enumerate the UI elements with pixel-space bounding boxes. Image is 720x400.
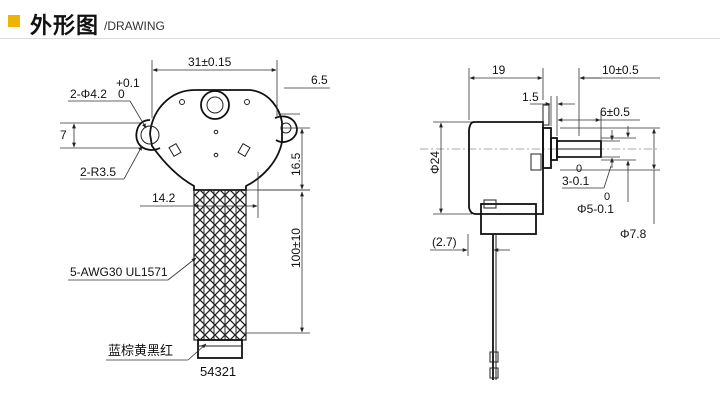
wire-harness — [193, 189, 247, 341]
dim-hole-tol-plus: +0.1 — [116, 76, 140, 90]
section-header: 外形图 /DRAWING — [0, 0, 720, 40]
dim-10-label: 10±0.5 — [602, 63, 639, 77]
section-marker-icon — [8, 15, 20, 27]
section-subtitle: /DRAWING — [104, 19, 165, 33]
flange — [542, 127, 552, 169]
pin-numbers-label: 54321 — [200, 364, 236, 379]
left-mount-ear — [135, 119, 161, 151]
stud — [213, 152, 219, 158]
dim-3-label: 3-0.1 — [562, 174, 590, 188]
dim-3-tol-zero: 0 — [576, 163, 582, 175]
tab — [237, 142, 251, 158]
dim-phi24-label: Φ24 — [428, 151, 442, 174]
dim-radius-label: 2-R3.5 — [80, 165, 116, 179]
connector — [197, 339, 243, 359]
stud — [244, 99, 250, 105]
dim-16-5-label: 16.5 — [289, 152, 303, 176]
dim-hole-dia-label: 2-Φ4.2 — [70, 87, 107, 101]
dim-2-7-label: (2.7) — [432, 235, 457, 249]
dim-phi7-8-label: Φ7.8 — [620, 227, 647, 241]
dim-7-label: 7 — [60, 128, 67, 142]
side-view: 19 10±0.5 1.5 6±0.5 Φ24 0 3-0.1 — [420, 63, 660, 380]
right-mount-ear — [274, 115, 298, 143]
wire-colors-label: 蓝棕黄黑红 — [108, 343, 173, 358]
dim-1-5-label: 1.5 — [522, 90, 539, 104]
dim-6-label: 6±0.5 — [600, 105, 630, 119]
dim-100-label: 100±10 — [289, 228, 303, 268]
motor-body — [468, 121, 544, 215]
shaft — [206, 96, 224, 114]
stud — [213, 129, 219, 135]
dim-14-2-label: 14.2 — [152, 191, 176, 205]
wire-spec-label: 5-AWG30 UL1571 — [70, 265, 168, 279]
dim-width-label: 31±0.15 — [188, 55, 232, 69]
wire-outlet — [480, 203, 537, 235]
shaft-boss — [200, 90, 230, 120]
header-divider — [0, 38, 720, 39]
tab — [168, 142, 182, 158]
dim-5-tol-zero: 0 — [604, 191, 610, 203]
section-title: 外形图 — [30, 13, 100, 38]
dim-19-label: 19 — [492, 63, 506, 77]
dim-hole-tol-zero: 0 — [118, 87, 125, 101]
dim-phi5-label: Φ5-0.1 — [577, 202, 614, 216]
front-view: 31±0.15 6.5 +0.1 2-Φ4.2 0 7 2-R3.5 16.5 … — [60, 55, 330, 379]
dim-6-5-label: 6.5 — [311, 73, 328, 87]
motor-outline — [149, 89, 283, 191]
stud — [179, 99, 185, 105]
left-mount-hole — [140, 125, 160, 145]
wire-clamp — [530, 153, 542, 171]
